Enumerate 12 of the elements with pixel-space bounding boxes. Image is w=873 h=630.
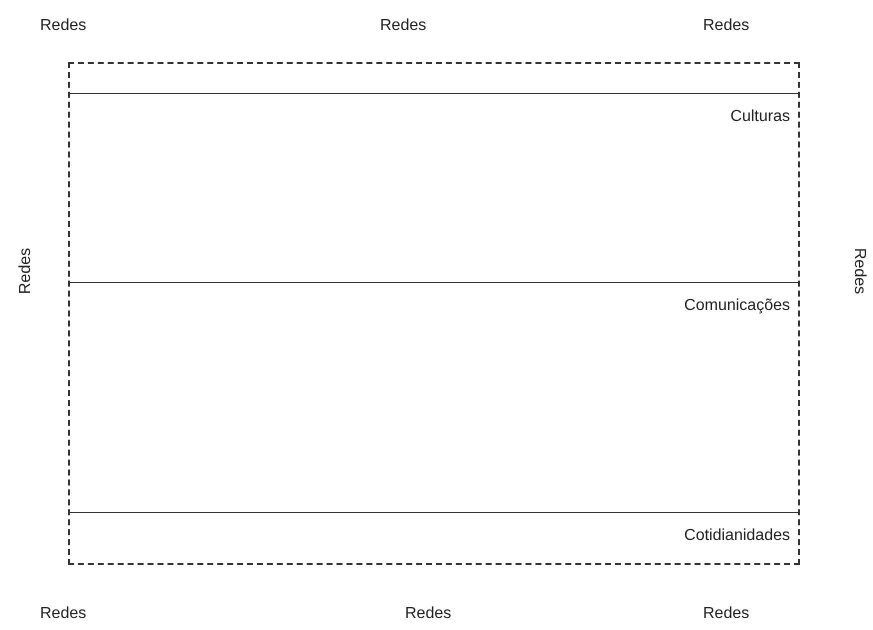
side-label: Redes (40, 17, 86, 35)
side-label: Redes (40, 605, 86, 623)
side-label: Redes (850, 248, 868, 294)
layer-label: Culturas (730, 108, 790, 126)
side-label: Redes (380, 17, 426, 35)
side-label: Redes (17, 248, 36, 294)
layer-label: Comunicações (684, 297, 790, 315)
side-label: Redes (703, 17, 750, 35)
side-label: Redes (405, 605, 452, 623)
side-label: Redes (703, 605, 750, 623)
layer-label: Cotidianidades (684, 527, 790, 545)
dashed-frame (68, 62, 800, 565)
